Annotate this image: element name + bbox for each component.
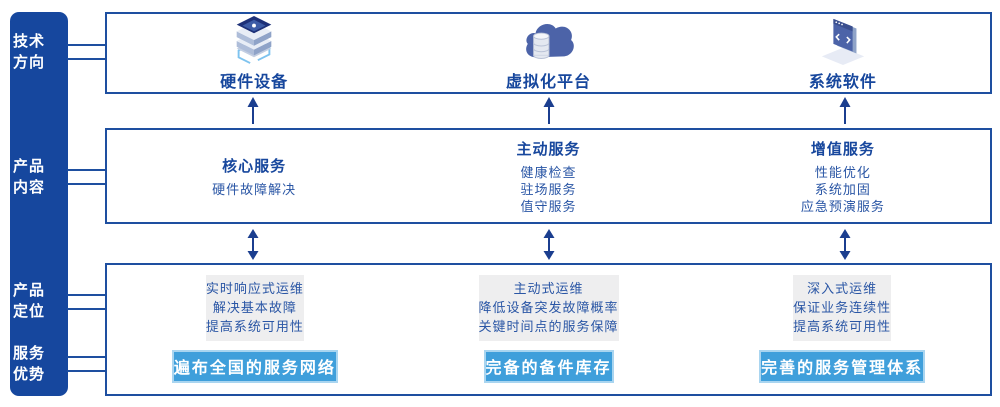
double-arrow-icon <box>838 229 852 265</box>
position-line: 深入式运维 <box>807 281 878 297</box>
service-item: 应急预演服务 <box>800 198 885 214</box>
up-arrow-icon <box>838 97 852 129</box>
connector-line <box>67 44 106 46</box>
service-title: 主动服务 <box>516 140 581 158</box>
position-panel: 实时响应式运维 解决基本故障 提高系统可用性 <box>205 275 304 341</box>
service-col-proactive: 主动服务 健康检查 驻场服务 值守服务 <box>401 130 695 222</box>
code-window-icon <box>814 15 872 65</box>
sidebar-label-product-content: 产品 内容 <box>0 156 58 198</box>
tech-item-label: 虚拟化平台 <box>505 73 591 91</box>
sidebar-label-product-position: 产品 定位 <box>0 280 58 322</box>
service-item: 驻场服务 <box>520 181 577 197</box>
product-position-box: 实时响应式运维 解决基本故障 提高系统可用性 遍布全国的服务网络 主动式运维 降… <box>105 263 992 396</box>
service-item: 值守服务 <box>520 198 577 214</box>
sidebar-label-line: 产品 <box>12 158 45 175</box>
up-arrow-icon <box>542 97 556 129</box>
service-title: 核心服务 <box>222 157 287 175</box>
tech-item-virtualization: 虚拟化平台 <box>401 14 695 92</box>
sidebar-label-line: 方向 <box>12 54 45 71</box>
position-col-realtime: 实时响应式运维 解决基本故障 提高系统可用性 遍布全国的服务网络 <box>115 275 395 383</box>
advantage-bar: 完善的服务管理体系 <box>759 349 926 383</box>
position-panel: 深入式运维 保证业务连续性 提高系统可用性 <box>793 275 892 341</box>
connector-line <box>67 58 106 60</box>
connector-line <box>67 308 106 310</box>
tech-item-label: 系统软件 <box>808 73 877 91</box>
product-content-box: 核心服务 硬件故障解决 主动服务 健康检查 驻场服务 值守服务 增值服务 性能优… <box>105 128 992 224</box>
position-line: 实时响应式运维 <box>205 281 304 297</box>
position-line: 关键时间点的服务保障 <box>478 319 619 335</box>
sidebar-label-line: 内容 <box>12 179 45 196</box>
service-title: 增值服务 <box>810 140 875 158</box>
sidebar-label-line: 产品 <box>12 282 45 299</box>
up-arrow-icon <box>246 97 260 129</box>
service-col-value-added: 增值服务 性能优化 系统加固 应急预演服务 <box>696 130 990 222</box>
position-line: 提高系统可用性 <box>205 319 304 335</box>
position-line: 主动式运维 <box>513 281 584 297</box>
tech-item-hardware: 硬件设备 <box>107 14 401 92</box>
sidebar-label-line: 定位 <box>12 303 45 320</box>
connector-line <box>67 183 106 185</box>
position-panel: 主动式运维 降低设备突发故障概率 关键时间点的服务保障 <box>478 275 619 341</box>
sidebar-label-line: 技术 <box>12 33 45 50</box>
sidebar-label-line: 优势 <box>12 366 45 383</box>
double-arrow-icon <box>542 229 556 265</box>
service-item: 性能优化 <box>814 164 871 180</box>
advantage-bar: 遍布全国的服务网络 <box>171 349 338 383</box>
position-line: 降低设备突发故障概率 <box>478 300 619 316</box>
service-item: 系统加固 <box>814 181 871 197</box>
server-stack-icon <box>225 15 283 65</box>
advantage-bar: 完备的备件库存 <box>483 349 614 383</box>
cloud-database-icon <box>519 15 577 65</box>
sidebar-label-service-advantage: 服务 优势 <box>0 343 58 385</box>
connector-line <box>67 370 106 372</box>
tech-item-label: 硬件设备 <box>220 73 289 91</box>
service-item: 硬件故障解决 <box>212 181 297 197</box>
double-arrow-icon <box>246 229 260 265</box>
category-sidebar <box>10 12 68 396</box>
position-col-deep: 深入式运维 保证业务连续性 提高系统可用性 完善的服务管理体系 <box>702 275 982 383</box>
position-col-proactive: 主动式运维 降低设备突发故障概率 关键时间点的服务保障 完备的备件库存 <box>409 275 689 383</box>
connector-line <box>67 294 106 296</box>
position-line: 解决基本故障 <box>212 300 297 316</box>
sidebar-label-line: 服务 <box>12 345 45 362</box>
position-line: 提高系统可用性 <box>793 319 892 335</box>
position-line: 保证业务连续性 <box>793 300 892 316</box>
tech-direction-box: 硬件设备 虚拟化平台 <box>105 12 992 94</box>
connector-line <box>67 169 106 171</box>
connector-line <box>67 356 106 358</box>
tech-item-software: 系统软件 <box>696 14 990 92</box>
service-col-core: 核心服务 硬件故障解决 <box>107 130 401 222</box>
service-item: 健康检查 <box>520 164 577 180</box>
sidebar-label-tech-direction: 技术 方向 <box>0 31 58 73</box>
